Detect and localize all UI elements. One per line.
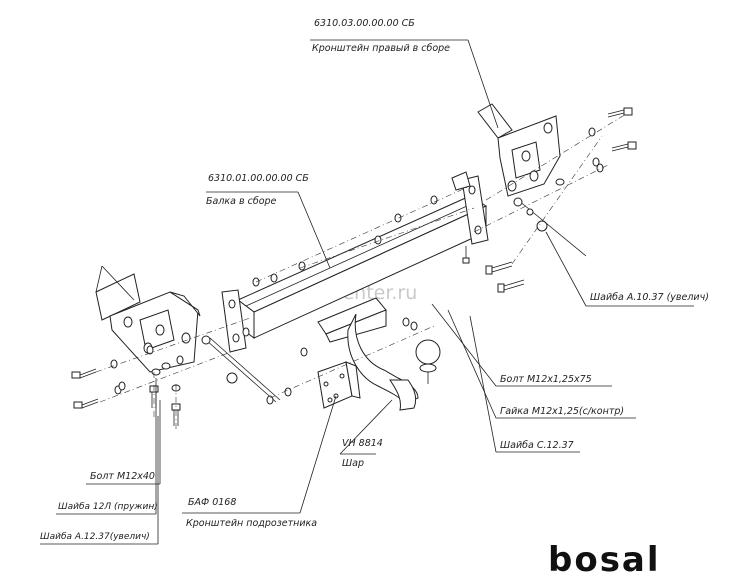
beam-name: Балка в сборе <box>206 196 277 207</box>
part-labels: 6310.03.00.00.00 СБ Кронштейн правый в с… <box>40 18 709 542</box>
socket-bracket <box>317 361 361 409</box>
washer-a12-label: Шайба А.12.37(увелич) <box>40 532 150 542</box>
bolt-m12x40-label: Болт М12х40 <box>90 471 155 482</box>
beam-code: 6310.01.00.00.00 СБ <box>208 173 309 184</box>
washer-12l-label: Шайба 12Л (пружин) <box>58 502 158 512</box>
right-bracket-code: 6310.03.00.00.00 СБ <box>314 18 415 29</box>
right-bracket-name: Кронштейн правый в сборе <box>312 43 450 54</box>
nut-m12x125-label: Гайка М12х1,25(с/контр) <box>500 406 624 417</box>
left-bracket <box>95 265 201 373</box>
socket-bracket-code: БАФ 0168 <box>188 497 236 508</box>
bolt-m12x125-label: Болт М12х1,25х75 <box>500 374 592 385</box>
center-lines <box>95 113 627 432</box>
socket-bracket-name: Кронштейн подрозетника <box>186 518 317 529</box>
leader-lines <box>40 39 694 545</box>
fasteners <box>71 107 637 426</box>
right-bracket <box>477 103 561 197</box>
washer-c12-label: Шайба С.12.37 <box>500 440 574 451</box>
ball-name: Шар <box>342 458 364 469</box>
washer-a10-label: Шайба А.10.37 (увелич) <box>590 292 709 303</box>
tow-ball-mount <box>317 297 441 411</box>
bosal-logo: bosal <box>548 540 661 580</box>
ball-code: VH 8814 <box>342 438 383 449</box>
cables <box>201 197 587 403</box>
